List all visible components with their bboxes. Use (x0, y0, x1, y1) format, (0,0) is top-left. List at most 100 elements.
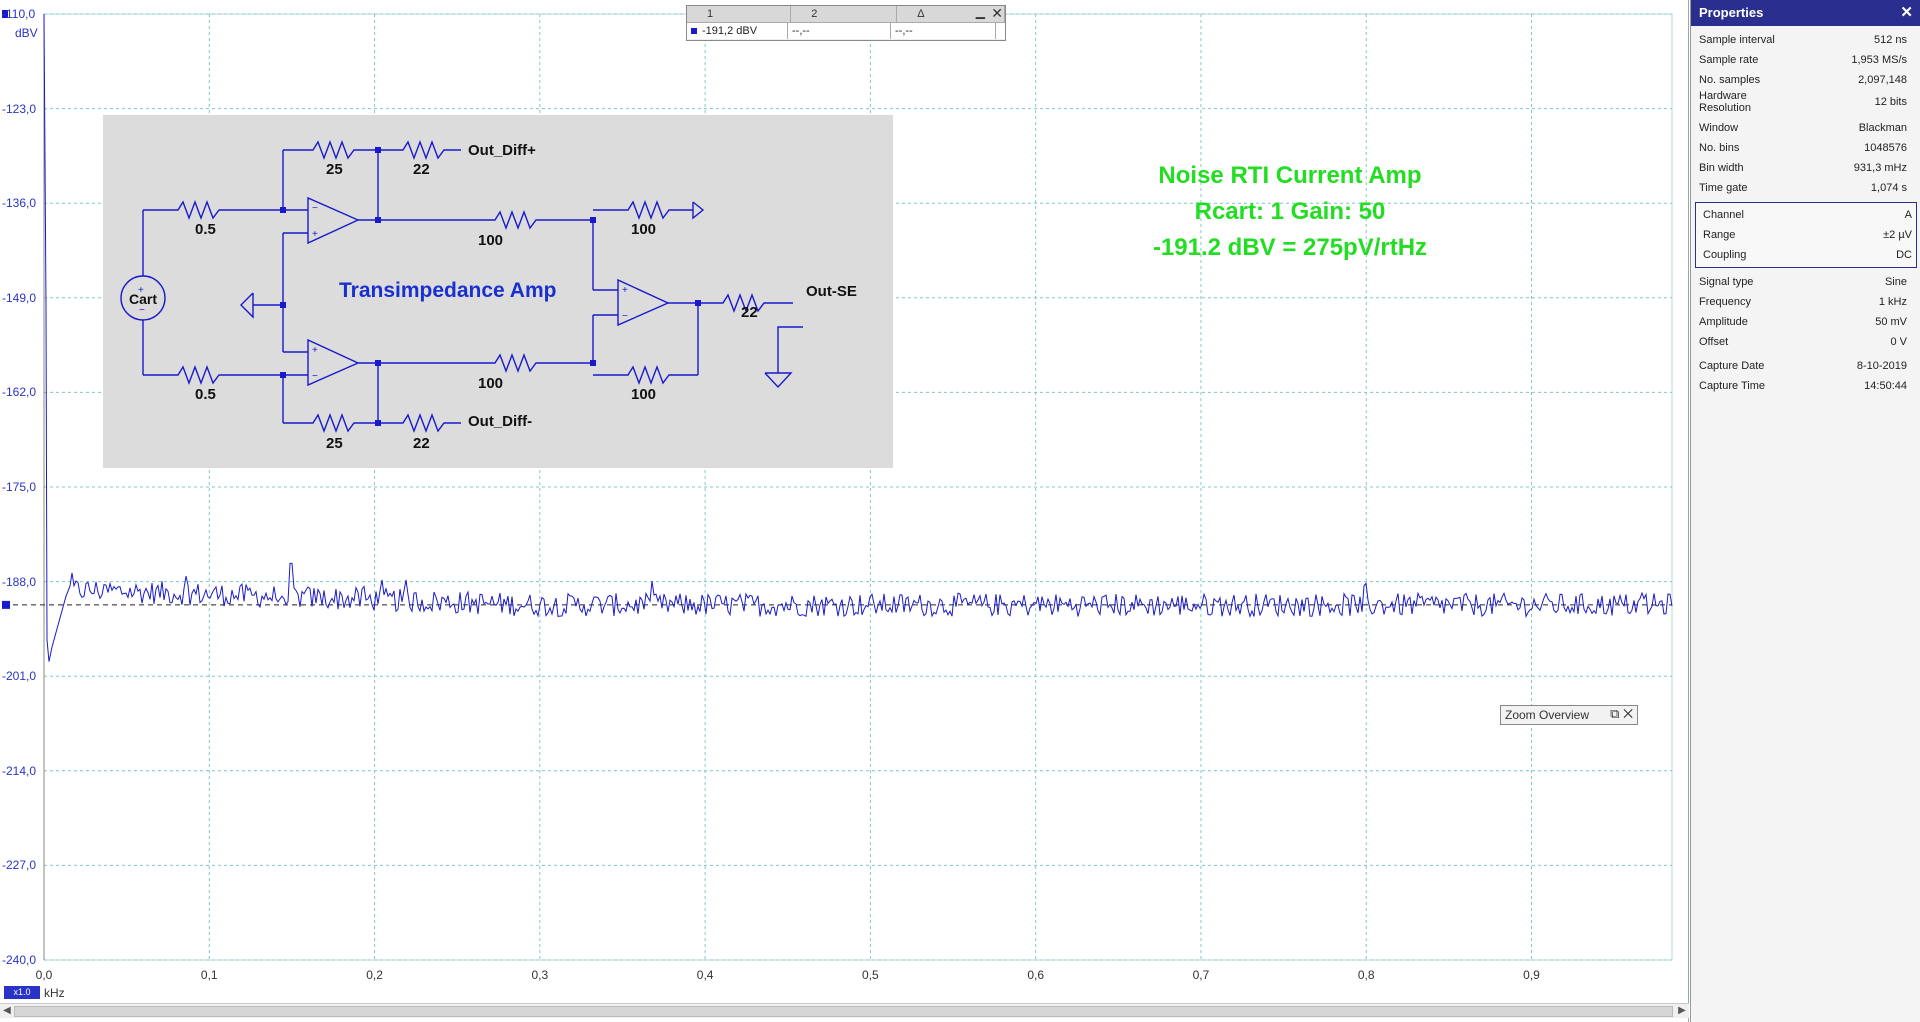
property-key: Capture Time (1699, 380, 1766, 392)
x-tick-label: 0,8 (1357, 968, 1375, 982)
trace-marker-icon (691, 28, 697, 35)
property-key: Offset (1699, 336, 1729, 348)
schematic-drawing: −+ +− +− +− (120, 140, 803, 433)
y-tick-label: -240,0 (2, 953, 37, 967)
property-value: 12 bits (1874, 96, 1907, 108)
r-fb-top-label: 25 (326, 161, 343, 178)
property-value: Sine (1884, 276, 1907, 288)
x-tick-label: 0,7 (1192, 968, 1210, 982)
property-value: 0 V (1890, 336, 1907, 348)
y-axis-unit: dBV (15, 26, 38, 40)
properties-title: Properties (1699, 5, 1764, 20)
noise-floor-marker (2, 600, 10, 609)
svg-text:−: − (312, 203, 318, 214)
measurement-table[interactable]: 1 2 Δ -191,2 dBV --,-- --,-- ▁ ✕ (686, 5, 1006, 41)
zoom-overview-panel[interactable]: Zoom Overview ⧉ ✕ (1500, 705, 1638, 725)
x-tick-label: 0,4 (696, 968, 714, 982)
property-key: No. bins (1699, 142, 1740, 154)
property-key: No. samples (1699, 74, 1761, 86)
property-row: Range±2 µV (1696, 225, 1916, 245)
scroll-right-icon[interactable]: ▶ (1678, 1005, 1686, 1016)
property-value: 1048576 (1864, 142, 1907, 154)
property-key: Hardware Resolution (1699, 90, 1751, 114)
spectrum-trace (43, 13, 1673, 662)
out-se-label: Out-SE (806, 283, 857, 300)
svg-text:+: + (138, 285, 144, 296)
property-row: Signal type Sine (1691, 272, 1920, 292)
minimize-icon[interactable]: ▁ (975, 5, 985, 19)
property-value: Blackman (1858, 122, 1907, 134)
y-tick-label: -201,0 (2, 669, 37, 684)
schematic-title: Transimpedance Amp (339, 279, 557, 302)
svg-text:−: − (312, 371, 318, 382)
x-axis-unit: kHz (44, 986, 65, 1000)
r-in-bot-label: 0.5 (195, 386, 216, 403)
spectrum-plot[interactable]: dBV -110,0-123,0-136,0-149,0-162,0-175,0… (0, 0, 1689, 1022)
property-key: Frequency (1699, 296, 1751, 308)
meas-value-1: -191,2 dBV (687, 23, 788, 39)
zoom-overview-title: Zoom Overview (1505, 708, 1590, 722)
x-tick-label: 0,5 (862, 968, 879, 982)
property-row: Channel A (1696, 205, 1916, 225)
close-icon[interactable]: ✕ (1900, 4, 1913, 21)
r-diff-a-label: 100 (478, 232, 504, 249)
y-tick-label: -136,0 (2, 196, 37, 211)
property-key: Channel (1703, 209, 1744, 221)
y-tick-label: -110,0 (2, 7, 36, 21)
scroll-thumb[interactable] (14, 1006, 1673, 1017)
r-in-top-label: 0.5 (195, 221, 216, 238)
property-row: Frequency 1 kHz (1691, 292, 1920, 312)
top-ruler-marker (2, 10, 8, 18)
y-tick-label: -175,0 (2, 480, 37, 494)
y-tick-label: -214,0 (2, 763, 37, 778)
property-key: Sample interval (1699, 34, 1775, 46)
r-diff-d-label: 100 (631, 386, 657, 403)
svg-text:+: + (622, 285, 628, 296)
scroll-left-icon[interactable]: ◀ (3, 1005, 11, 1016)
x-tick-label: 0,6 (1027, 968, 1045, 982)
property-value: 1,953 MS/s (1851, 54, 1907, 66)
svg-text:−: − (622, 311, 628, 322)
svg-text:−: − (139, 305, 145, 316)
property-key: Amplitude (1699, 316, 1748, 328)
property-row: No. samples 2,097,148 (1691, 70, 1920, 90)
schematic-image: −+ +− +− +− Cart 0.5 0.5 25 25 22 22 Out… (103, 115, 893, 468)
meas-col-1: 1 (687, 6, 792, 22)
property-key: Signal type (1699, 276, 1754, 288)
property-row: Offset 0 V (1691, 332, 1920, 352)
r-out-bot-label: 22 (413, 435, 430, 452)
property-key: Range (1703, 229, 1736, 241)
x-scale-badge[interactable]: x1.0 (4, 986, 40, 999)
property-value: A (1904, 209, 1912, 221)
properties-header: Properties ✕ (1691, 0, 1920, 26)
property-value: 2,097,148 (1858, 74, 1907, 86)
close-icon[interactable]: ✕ (991, 5, 1003, 21)
horizontal-scrollbar[interactable]: ◀ ▶ (0, 1003, 1689, 1018)
property-value: 1 kHz (1878, 296, 1907, 308)
annotation-line-1: Noise RTI Current Amp (1158, 162, 1422, 189)
measurement-row[interactable]: -191,2 dBV --,-- --,-- (687, 23, 1005, 39)
out-diff-pos-label: Out_Diff+ (468, 142, 536, 159)
restore-icon[interactable]: ⧉ (1610, 706, 1620, 721)
property-row: No. bins 1048576 (1691, 138, 1920, 158)
y-tick-label: -227,0 (2, 858, 37, 873)
x-tick-label: 0,9 (1523, 968, 1540, 982)
close-icon[interactable]: ✕ (1623, 706, 1633, 721)
svg-text:+: + (312, 229, 318, 240)
x-tick-label: 0,2 (366, 968, 383, 982)
property-key: Coupling (1703, 249, 1747, 261)
source-label: Cart (129, 291, 158, 307)
x-tick-label: 0,1 (200, 968, 218, 982)
annotation-line-2: Rcart: 1 Gain: 50 (1194, 198, 1386, 225)
property-key: Time gate (1699, 182, 1748, 194)
